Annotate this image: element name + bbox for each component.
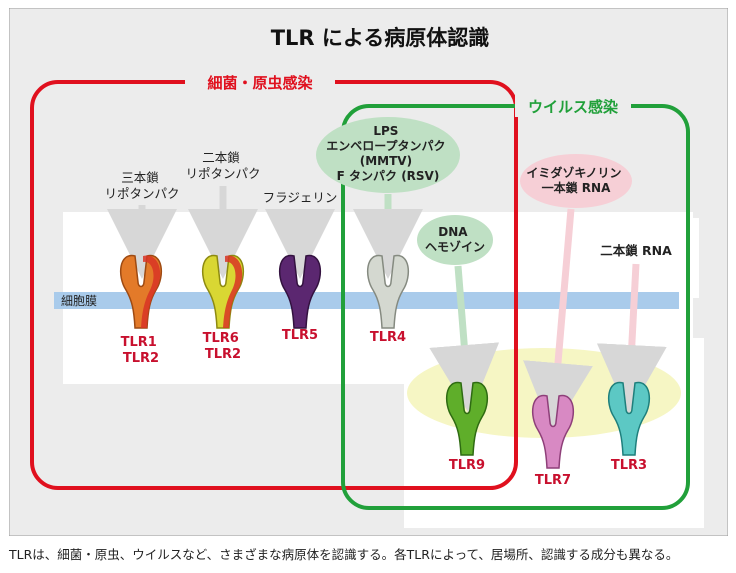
receptor-label-tlr6-tlr2: TLR6 TLR2 [203, 331, 244, 362]
ligand-tlr6-tlr2: 二本鎖 リポタンパク [185, 150, 260, 181]
arrow-tlr9 [429, 265, 500, 415]
ligand-bubble-tlr4 [316, 117, 460, 193]
ligand-tlr7: イミダゾキノリン 一本鎖 RNA [526, 165, 625, 195]
receptor-tlr1-tlr2 [119, 254, 163, 329]
membrane-label: 細胞膜 [61, 294, 97, 308]
receptor-label-tlr3: TLR3 [611, 458, 647, 473]
cell-interior-right [529, 218, 699, 298]
receptor-tlr7 [531, 394, 575, 469]
bacteria-protozoa-label: 細菌・原虫感染 [207, 74, 313, 92]
diagram-title: TLR による病原体認識 [271, 26, 490, 50]
receptor-label-tlr5: TLR5 [282, 328, 318, 343]
receptor-tlr3 [607, 381, 651, 456]
arrow-tlr7 [523, 208, 593, 433]
cell-membrane [54, 292, 679, 309]
ligand-tlr1-tlr2: 三本鎖 リポタンパク [104, 170, 179, 201]
receptor-tlr9 [445, 381, 489, 456]
receptor-tlr5 [278, 254, 322, 329]
receptor-label-tlr7: TLR7 [535, 473, 571, 488]
arrow-tlr3 [596, 263, 667, 415]
tlr-diagram: TLR による病原体認識 細胞膜 細菌・原虫感染 ウイルス感染 三本鎖 リポタン… [9, 8, 728, 536]
ligand-tlr3: 二本鎖 RNA [600, 243, 672, 258]
receptor-tlr4 [366, 254, 410, 329]
ligand-tlr4: LPS エンベロープタンパク (MMTV) F タンパク (RSV) [326, 124, 449, 183]
ligand-tlr9: DNA ヘモゾイン [425, 225, 485, 254]
figure-caption: TLRは、細菌・原虫、ウイルスなど、さまざまな病原体を認識する。各TLRによって… [9, 547, 679, 562]
ligand-bubble-tlr9 [417, 215, 493, 265]
bacteria-protozoa-label-bg [185, 71, 335, 93]
virus-label-bg [515, 95, 631, 117]
receptor-label-tlr1-tlr2: TLR1 TLR2 [121, 335, 162, 366]
virus-label: ウイルス感染 [528, 98, 619, 116]
receptor-label-tlr9: TLR9 [449, 458, 485, 473]
receptor-label-tlr4: TLR4 [370, 330, 406, 345]
ligand-tlr5: フラジェリン [263, 190, 338, 205]
receptor-tlr6-tlr2 [201, 254, 245, 329]
ligand-bubble-tlr7 [520, 154, 632, 208]
